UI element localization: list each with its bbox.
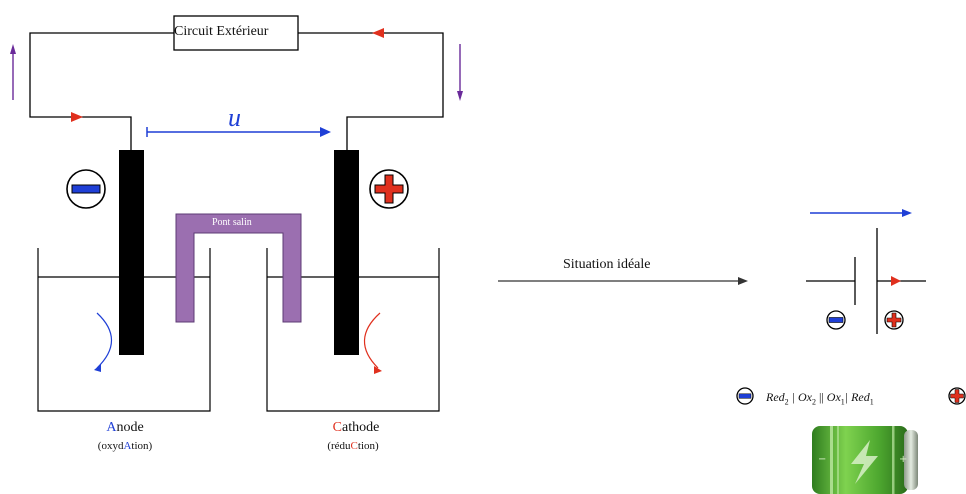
- minus-sign-icon: [66, 169, 106, 209]
- notation-ox2: Ox: [797, 390, 812, 404]
- cathode-label: Cathode: [320, 420, 392, 436]
- cathode-electrode: [334, 150, 359, 355]
- voltage-arrow: [146, 127, 331, 137]
- anode-electrode: [119, 150, 144, 355]
- anode-role-letter: A: [123, 440, 132, 452]
- plus-sign-icon: [369, 169, 409, 209]
- anode-label: Anode: [98, 420, 152, 436]
- ideal-situation-label: Situation idéale: [563, 257, 651, 272]
- anode-role-label: (oxydAtion): [82, 440, 168, 452]
- battery-symbol: [806, 228, 926, 334]
- cathode-role-suffix: tion): [357, 440, 379, 452]
- notation-red1-sub: 1: [869, 397, 874, 407]
- anode-curved-arrow: [94, 312, 112, 372]
- notation-ox2-sub: 2: [811, 397, 816, 407]
- anode-role-suffix: tion): [131, 440, 153, 452]
- anode-rest: node: [116, 420, 144, 435]
- cathode-first-letter: C: [332, 420, 342, 435]
- notation-red1: Red: [851, 390, 870, 404]
- circuit-box-label: Circuit Extérieur: [174, 24, 269, 39]
- notation-red2-sub: 2: [784, 397, 789, 407]
- external-circuit-wire: [29, 32, 444, 150]
- cathode-role-label: (réduCtion): [298, 440, 408, 452]
- battery-picture-icon: + −: [812, 426, 918, 494]
- electron-arrow-up: [10, 44, 16, 100]
- voltage-label: u: [228, 103, 241, 132]
- electron-arrow-down: [457, 44, 463, 101]
- salt-bridge-label: Pont salin: [212, 217, 252, 228]
- svg-text:−: −: [818, 454, 826, 465]
- cathode-curved-arrow: [363, 312, 382, 374]
- ideal-situation-arrow: [498, 277, 748, 285]
- anode-first-letter: A: [106, 420, 117, 435]
- cathode-role-prefix: (rédu: [327, 440, 351, 452]
- svg-text:+: +: [899, 454, 907, 465]
- circuit-box: [173, 15, 299, 51]
- current-arrow-left: [71, 112, 83, 122]
- battery-voltage-arrow: [810, 209, 912, 217]
- salt-bridge: [175, 213, 302, 323]
- notation-plus-icon: [948, 387, 966, 405]
- notation-red2: Red: [766, 390, 785, 404]
- battery-current-arrow: [891, 276, 901, 286]
- cathode-role-letter: C: [350, 440, 358, 452]
- battery-plus-icon: [884, 310, 904, 330]
- notation-separator: ||: [818, 390, 824, 404]
- cathode-rest: athode: [342, 420, 380, 435]
- notation-ox1: Ox: [826, 390, 841, 404]
- cell-notation: Red2 | Ox2 || Ox1| Red1: [766, 390, 874, 407]
- current-arrow-top: [372, 28, 384, 38]
- battery-minus-icon: [826, 310, 846, 330]
- notation-minus-icon: [736, 387, 754, 405]
- notation-ox1-sub: 1: [840, 397, 845, 407]
- anode-role-prefix: (oxyd: [97, 440, 124, 452]
